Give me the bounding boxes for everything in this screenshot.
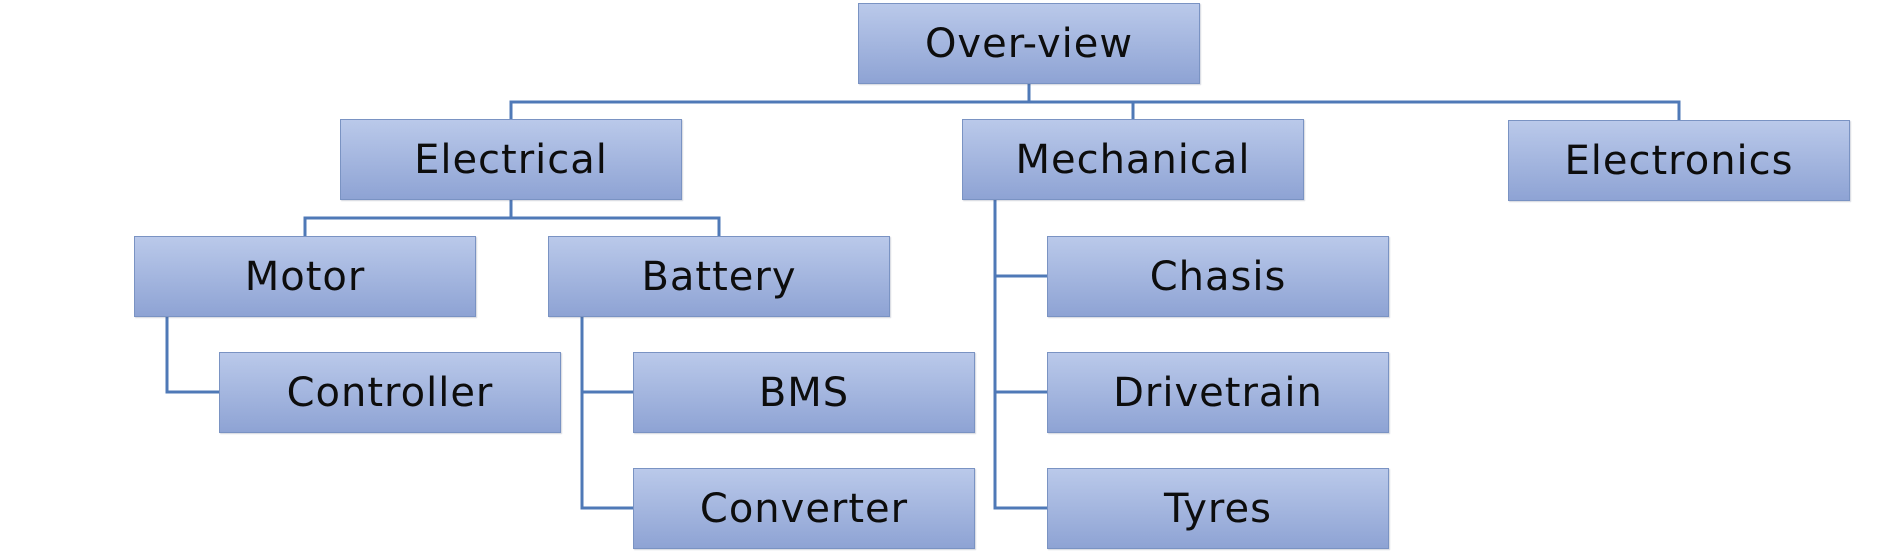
connector-mechanical-chasis bbox=[993, 200, 1047, 278]
node-controller[interactable]: Controller bbox=[219, 352, 561, 433]
connector-overview-electrical bbox=[509, 84, 1031, 119]
node-drivetrain[interactable]: Drivetrain bbox=[1047, 352, 1389, 433]
node-electronics[interactable]: Electronics bbox=[1508, 120, 1850, 201]
node-label-mechanical: Mechanical bbox=[1015, 136, 1251, 183]
node-battery[interactable]: Battery bbox=[548, 236, 890, 317]
connector-battery-converter bbox=[580, 317, 633, 510]
node-label-converter: Converter bbox=[699, 485, 909, 532]
node-mechanical[interactable]: Mechanical bbox=[962, 119, 1304, 200]
node-chasis[interactable]: Chasis bbox=[1047, 236, 1389, 317]
node-label-tyres: Tyres bbox=[1164, 485, 1272, 532]
connector-motor-controller bbox=[165, 317, 219, 394]
node-label-bms: BMS bbox=[758, 369, 850, 416]
connector-electrical-battery bbox=[509, 200, 721, 236]
node-label-electrical: Electrical bbox=[414, 136, 608, 183]
node-label-motor: Motor bbox=[244, 253, 366, 300]
node-electrical[interactable]: Electrical bbox=[340, 119, 682, 200]
node-motor[interactable]: Motor bbox=[134, 236, 476, 317]
node-label-controller: Controller bbox=[286, 369, 494, 416]
connector-battery-bms bbox=[580, 317, 633, 394]
connector-mechanical-tyres bbox=[993, 200, 1047, 510]
node-label-chasis: Chasis bbox=[1149, 253, 1287, 300]
node-bms[interactable]: BMS bbox=[633, 352, 975, 433]
node-label-drivetrain: Drivetrain bbox=[1113, 369, 1323, 416]
node-label-overview: Over-view bbox=[924, 20, 1134, 67]
node-overview[interactable]: Over-view bbox=[858, 3, 1200, 84]
node-converter[interactable]: Converter bbox=[633, 468, 975, 549]
node-label-battery: Battery bbox=[641, 253, 797, 300]
connector-electrical-motor bbox=[303, 200, 513, 236]
node-tyres[interactable]: Tyres bbox=[1047, 468, 1389, 549]
connector-mechanical-drivetrain bbox=[993, 200, 1047, 394]
node-label-electronics: Electronics bbox=[1564, 137, 1794, 184]
connector-overview-electronics bbox=[1027, 84, 1681, 120]
